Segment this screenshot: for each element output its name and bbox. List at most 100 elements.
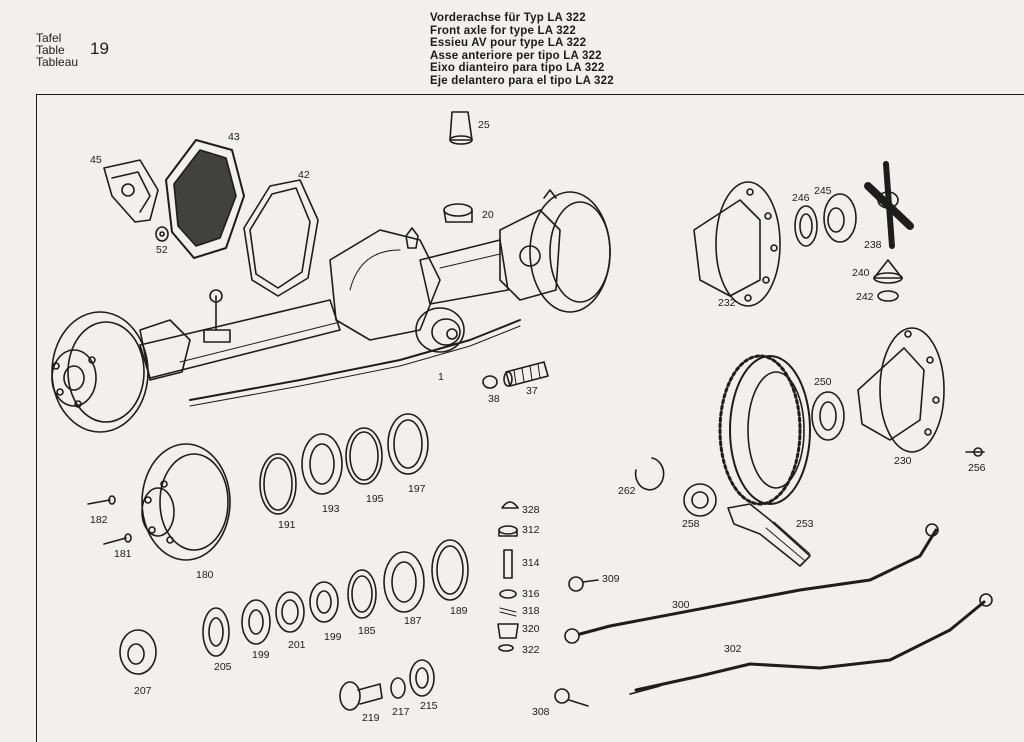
part-43-cover: [165, 139, 245, 259]
label-part-20: 20: [482, 209, 494, 221]
part-312-bush: [498, 525, 518, 537]
label-part-238: 238: [864, 239, 882, 251]
part-246-ring: [794, 205, 818, 247]
part-238-spider: [864, 161, 914, 249]
label-part-230: 230: [894, 455, 912, 467]
table-number: 19: [90, 39, 109, 58]
title-it: Asse anteriore per tipo LA 322: [430, 49, 602, 62]
part-52-nut: [155, 226, 169, 242]
label-part-205: 205: [214, 661, 232, 673]
label-part-253: 253: [796, 518, 814, 530]
label-part-199-upper: 199: [324, 631, 342, 643]
label-part-25: 25: [478, 119, 490, 131]
tafel-label-en: Table: [36, 43, 65, 57]
part-258-bearing: [683, 483, 717, 517]
part-45-bracket: [103, 159, 159, 223]
label-part-185: 185: [358, 625, 376, 637]
label-part-187: 187: [404, 615, 422, 627]
label-part-240: 240: [852, 267, 870, 279]
label-part-45: 45: [90, 154, 102, 166]
label-part-302: 302: [724, 643, 742, 655]
label-part-1: 1: [438, 371, 444, 383]
label-part-256: 256: [968, 462, 986, 474]
tafel-label-de: Tafel: [36, 31, 62, 45]
part-205-seal: [202, 607, 230, 657]
part-201-ring: [275, 591, 305, 633]
label-part-52: 52: [156, 244, 168, 256]
label-part-314: 314: [522, 557, 540, 569]
title-es: Eje delantero para el tipo LA 322: [430, 74, 614, 87]
part-189-seal: [431, 539, 469, 601]
part-253-pinion-shaft: [727, 503, 811, 567]
title-pt: Eixo dianteiro para tipo LA 322: [430, 62, 605, 75]
label-part-193: 193: [322, 503, 340, 515]
label-part-207: 207: [134, 685, 152, 697]
part-199b-bearing: [241, 599, 271, 645]
label-part-300: 300: [672, 599, 690, 611]
part-302-drag-link: [629, 593, 993, 695]
part-187-bearing: [383, 551, 425, 613]
part-320-cup: [497, 623, 519, 639]
label-part-215: 215: [420, 700, 438, 712]
part-314-pin: [503, 549, 513, 579]
part-37-sleeve: [503, 361, 549, 387]
part-217-washer: [390, 677, 406, 699]
part-309-ball-joint: [568, 576, 599, 592]
label-part-246: 246: [792, 192, 810, 204]
title-en: Front axle for type LA 322: [430, 24, 577, 37]
label-part-320: 320: [522, 623, 540, 635]
part-240-pinion: [873, 259, 903, 284]
label-part-180: 180: [196, 569, 214, 581]
part-250-ring: [811, 391, 845, 441]
label-part-181: 181: [114, 548, 132, 560]
tafel-label-fr: Tableau: [36, 55, 79, 69]
label-part-37: 37: [526, 385, 538, 397]
part-185-ring: [347, 569, 377, 619]
part-38-nut: [482, 375, 498, 389]
label-part-322: 322: [522, 644, 540, 656]
label-part-232: 232: [718, 297, 736, 309]
label-part-258: 258: [682, 518, 700, 530]
title-de: Vorderachse für Typ LA 322: [430, 12, 586, 24]
part-215-ring: [409, 659, 435, 697]
label-part-262: 262: [618, 485, 636, 497]
part-180-hub: [141, 443, 231, 561]
part-308-ball-joint: [554, 688, 589, 707]
label-part-308: 308: [532, 706, 550, 718]
part-318-spring: [499, 607, 517, 617]
label-part-217: 217: [392, 706, 410, 718]
label-part-43: 43: [228, 131, 240, 143]
diagram-frame: [36, 94, 1024, 742]
part-230-diff-case: [857, 327, 945, 453]
part-1-axle-assembly: [51, 189, 611, 433]
part-199a-bearing: [309, 581, 339, 623]
part-322-disc: [498, 644, 514, 652]
part-245-gear: [823, 193, 857, 243]
part-191-ring: [259, 453, 297, 515]
diagram-title-block: Vorderachse für Typ LA 322 Front axle fo…: [430, 12, 614, 88]
label-part-312: 312: [522, 524, 540, 536]
label-part-197: 197: [408, 483, 426, 495]
label-part-309: 309: [602, 573, 620, 585]
label-part-182: 182: [90, 514, 108, 526]
part-300-tie-rod: [564, 523, 939, 644]
part-crown-wheel: [718, 354, 811, 506]
label-part-195: 195: [366, 493, 384, 505]
part-207-flange: [119, 629, 157, 675]
title-fr: Essieu AV pour type LA 322: [430, 37, 587, 50]
part-42-gasket: [243, 179, 319, 297]
label-part-42: 42: [298, 169, 310, 181]
label-part-199-lower: 199: [252, 649, 270, 661]
label-part-38: 38: [488, 393, 500, 405]
label-part-189: 189: [450, 605, 468, 617]
part-219-bolt: [339, 681, 383, 711]
label-part-219: 219: [362, 712, 380, 724]
part-262-circlip: [634, 457, 665, 491]
label-part-201: 201: [288, 639, 306, 651]
part-20-collar: [443, 203, 473, 223]
part-316-washer: [499, 589, 517, 599]
part-328-cap: [501, 501, 519, 509]
label-part-250: 250: [814, 376, 832, 388]
part-197-seal: [387, 413, 429, 475]
